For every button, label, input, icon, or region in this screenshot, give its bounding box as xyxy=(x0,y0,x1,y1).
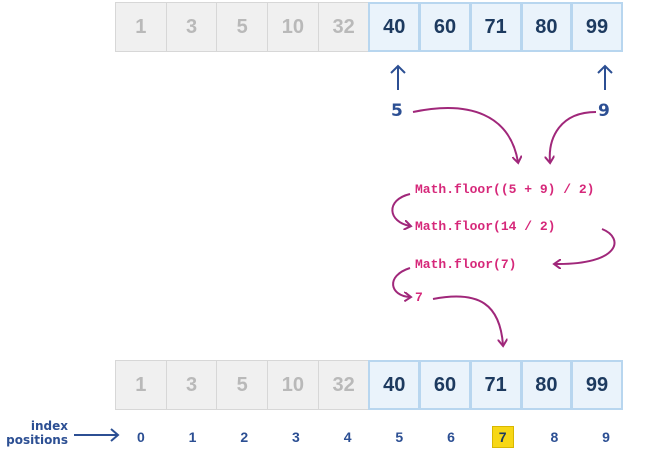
bottom-array-cell-1: 3 xyxy=(165,360,218,410)
arrow-low-to-expression-icon xyxy=(412,107,518,162)
index-2: 2 xyxy=(218,426,270,448)
step-2-expression: Math.floor(14 / 2) xyxy=(415,219,556,234)
top-array-cell-9: 99 xyxy=(571,2,623,52)
index-label-line-2: positions xyxy=(6,433,68,447)
low-pointer-value: 5 xyxy=(391,101,403,121)
top-array-cell-2: 5 xyxy=(216,2,269,52)
arrow-step3-to-step4-icon xyxy=(392,267,410,297)
index-value: 7 xyxy=(491,426,514,448)
bottom-array-cell-0: 1 xyxy=(115,360,167,410)
top-array-cell-6: 60 xyxy=(419,2,471,52)
bottom-array-cell-2: 5 xyxy=(216,360,269,410)
top-array-cell-7: 71 xyxy=(469,2,522,52)
index-label-line-1: index xyxy=(30,419,68,433)
top-array-cell-1: 3 xyxy=(165,2,218,52)
index-positions-label: index positions xyxy=(4,419,68,447)
arrow-result-to-array-icon xyxy=(432,295,503,345)
index-value: 4 xyxy=(343,429,352,445)
top-array-cell-4: 32 xyxy=(317,2,370,52)
index-row: 0 1 2 3 4 5 6 7 8 9 xyxy=(115,426,632,448)
arrow-step2-to-step3-icon xyxy=(555,228,616,264)
index-value: 1 xyxy=(188,429,197,445)
bottom-array-cell-9: 99 xyxy=(571,360,623,410)
bottom-array-cell-4: 32 xyxy=(317,360,370,410)
arrow-step1-to-step2-icon xyxy=(391,193,410,226)
up-arrow-low-icon xyxy=(390,64,406,90)
step-1-expression: Math.floor((5 + 9) / 2) xyxy=(415,182,595,197)
index-1: 1 xyxy=(167,426,219,448)
bottom-array-cell-3: 10 xyxy=(267,360,319,410)
bottom-array-cell-6: 60 xyxy=(419,360,471,410)
top-array-cell-0: 1 xyxy=(115,2,167,52)
index-value: 6 xyxy=(447,429,455,445)
bottom-array-cell-7: 71 xyxy=(469,360,522,410)
high-pointer-value: 9 xyxy=(598,101,610,121)
step-3-expression: Math.floor(7) xyxy=(415,257,517,272)
index-7: 7 xyxy=(477,426,529,448)
index-value: 9 xyxy=(602,429,610,445)
index-8: 8 xyxy=(529,426,581,448)
index-arrow-icon xyxy=(74,428,120,442)
top-array-cell-3: 10 xyxy=(267,2,319,52)
index-value: 3 xyxy=(292,429,300,445)
up-arrow-high-icon xyxy=(597,64,613,90)
arrow-high-to-expression-icon xyxy=(550,111,597,162)
top-array-cell-8: 80 xyxy=(520,2,573,52)
index-value: 0 xyxy=(136,429,145,445)
bottom-array-cell-5: 40 xyxy=(368,360,421,410)
index-value: 2 xyxy=(240,429,249,445)
top-array-cell-5: 40 xyxy=(368,2,421,52)
index-5: 5 xyxy=(373,426,425,448)
index-9: 9 xyxy=(580,426,632,448)
step-4-result: 7 xyxy=(415,290,423,305)
index-3: 3 xyxy=(270,426,322,448)
bottom-array-cell-8: 80 xyxy=(520,360,573,410)
index-value: 8 xyxy=(550,429,559,445)
index-0: 0 xyxy=(115,426,167,448)
index-value: 5 xyxy=(395,429,404,445)
index-4: 4 xyxy=(322,426,374,448)
index-6: 6 xyxy=(425,426,477,448)
